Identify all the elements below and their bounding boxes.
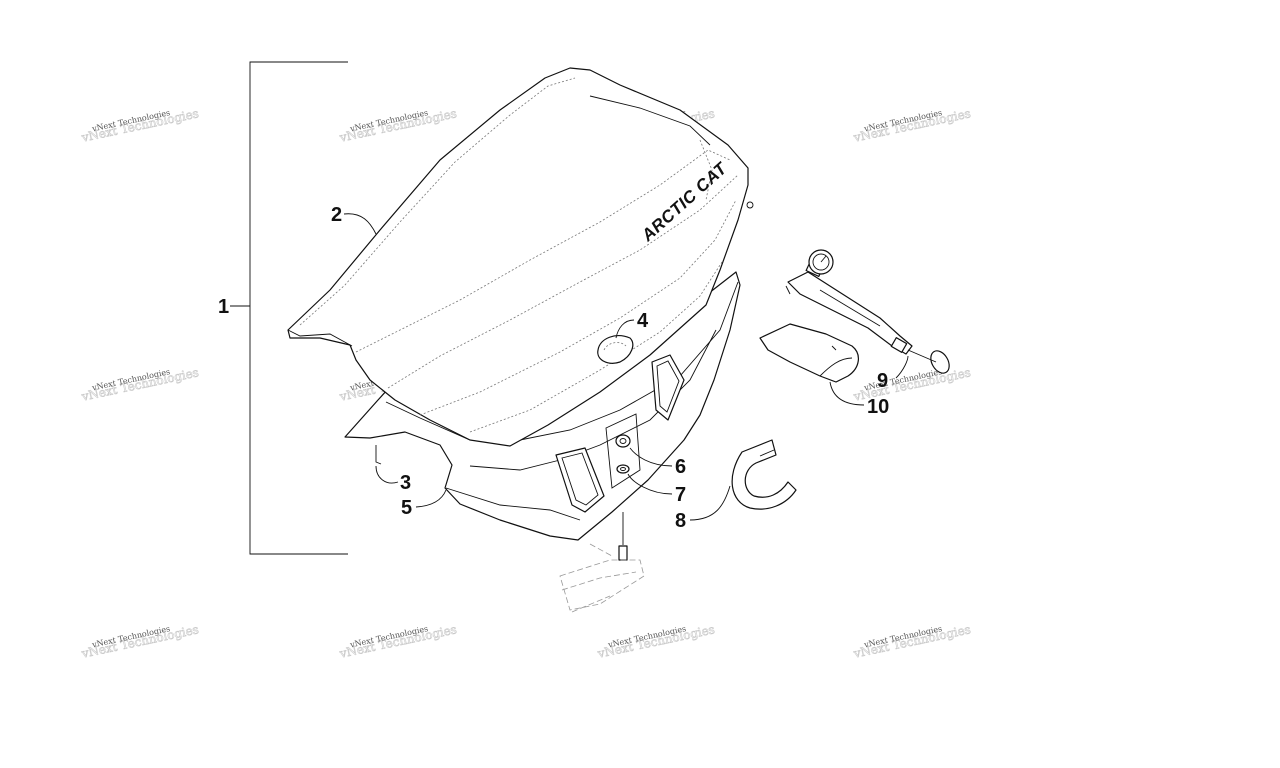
leader-lines [343, 213, 909, 521]
callout-7: 7 [675, 484, 686, 506]
callout-6: 6 [675, 456, 686, 478]
watermark: vNext Technologies vNext Technologies [595, 622, 716, 661]
seat-cushion: ARCTIC CAT [287, 67, 754, 447]
callout-9: 9 [877, 370, 888, 392]
foam-pad [597, 335, 634, 364]
watermark: vNext Technologies vNext Technologies [337, 622, 458, 661]
watermark: vNext Technologies vNext Technologies [79, 622, 200, 661]
callout-3: 3 [400, 472, 411, 494]
latch-hardware [615, 434, 631, 561]
callout-4: 4 [637, 310, 649, 332]
watermark: vNext Technologies vNext Technologies [79, 106, 200, 145]
tire-pump [785, 249, 950, 374]
watermark: vNext Technologies vNext Technologies [337, 106, 458, 145]
storage-bag [759, 323, 859, 383]
watermark: vNext Technologies vNext Technologies [851, 106, 972, 145]
watermark: vNext Technologies vNext Technologies [851, 622, 972, 661]
callout-2: 2 [331, 204, 342, 226]
callouts: 1 2 3 4 5 6 7 8 9 10 [218, 204, 889, 532]
callout-10: 10 [867, 396, 889, 418]
callout-1: 1 [218, 296, 229, 318]
ghost-mount [559, 543, 645, 613]
callout-8: 8 [675, 510, 686, 532]
assembly-bracket [230, 61, 348, 555]
strap [731, 439, 797, 510]
callout-5: 5 [401, 497, 412, 519]
watermark: vNext Technologies vNext Technologies [79, 365, 200, 404]
